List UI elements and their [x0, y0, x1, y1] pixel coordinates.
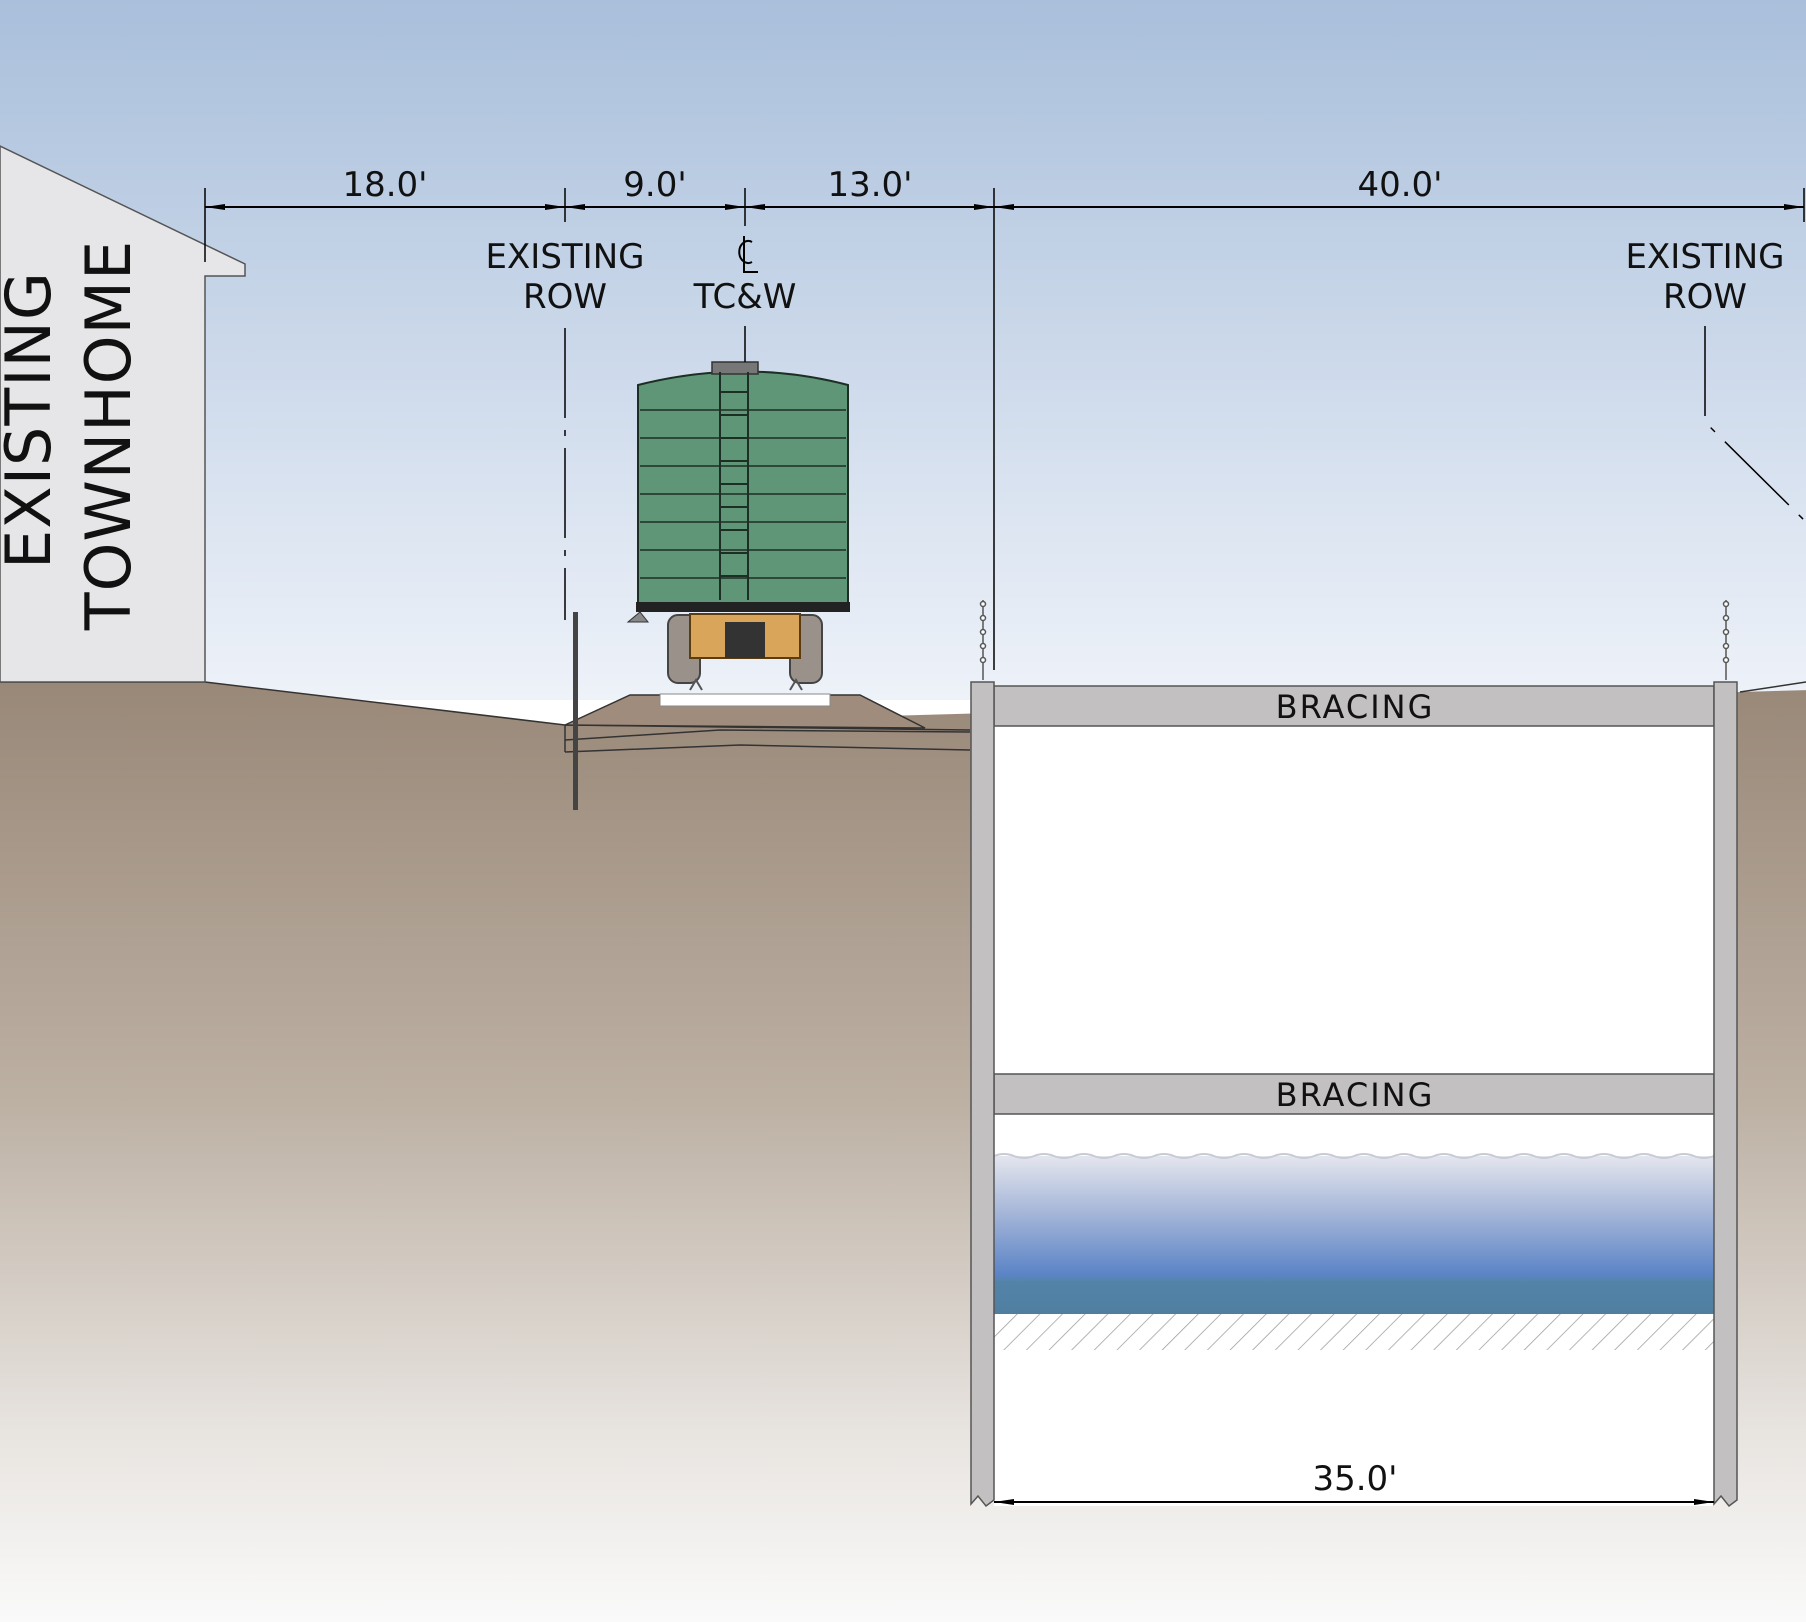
right-row-label-line2: ROW [1663, 277, 1747, 317]
bracing-lower [993, 1073, 1715, 1115]
dim-18ft: 18.0' [342, 165, 427, 205]
railcar-icon [626, 361, 850, 691]
truck-center [725, 622, 765, 658]
right-row-label-line1: EXISTING [1626, 237, 1785, 277]
townhome-label: EXISTING TOWNHOME [0, 240, 145, 631]
fence-post-icon [979, 600, 1730, 680]
centerline-symbol [738, 236, 758, 273]
sheet-pile-right [1713, 681, 1738, 1508]
dim-9ft: 9.0' [623, 165, 686, 205]
sky [0, 0, 1806, 700]
sheet-pile-left [970, 681, 995, 1508]
ground-surface-right [1739, 681, 1806, 693]
boxcar-ladder [719, 372, 749, 600]
centerline-icon [738, 236, 758, 273]
boxcar-sill [636, 602, 850, 612]
bracing-upper-label: BRACING [1276, 688, 1435, 726]
ballast-lines [564, 729, 971, 753]
fence-post-left [573, 612, 578, 810]
bedding-hatch-icon [994, 1314, 1714, 1350]
water-pipe [994, 1156, 1714, 1314]
water-surface [993, 1153, 1715, 1159]
centerline-name: TC&W [693, 277, 797, 317]
rail-feet [689, 678, 803, 691]
bracing-upper [993, 685, 1715, 727]
dim-35ft: 35.0' [1312, 1459, 1397, 1499]
left-row-label-line1: EXISTING [486, 237, 645, 277]
dim-13ft: 13.0' [827, 165, 912, 205]
roof-walk [711, 361, 759, 375]
left-row-label-line2: ROW [523, 277, 607, 317]
townhome [0, 145, 246, 683]
bracing-lower-label: BRACING [1276, 1076, 1435, 1114]
rail-tie [659, 693, 831, 707]
townhome-label-line2: TOWNHOME [72, 240, 145, 631]
reference-lines [204, 188, 1806, 670]
dim-40ft: 40.0' [1357, 165, 1442, 205]
rail-embankment [564, 694, 926, 729]
boxcar-body [637, 370, 849, 606]
townhome-label-line1: EXISTING [0, 271, 65, 569]
boxcar-step [626, 611, 650, 623]
